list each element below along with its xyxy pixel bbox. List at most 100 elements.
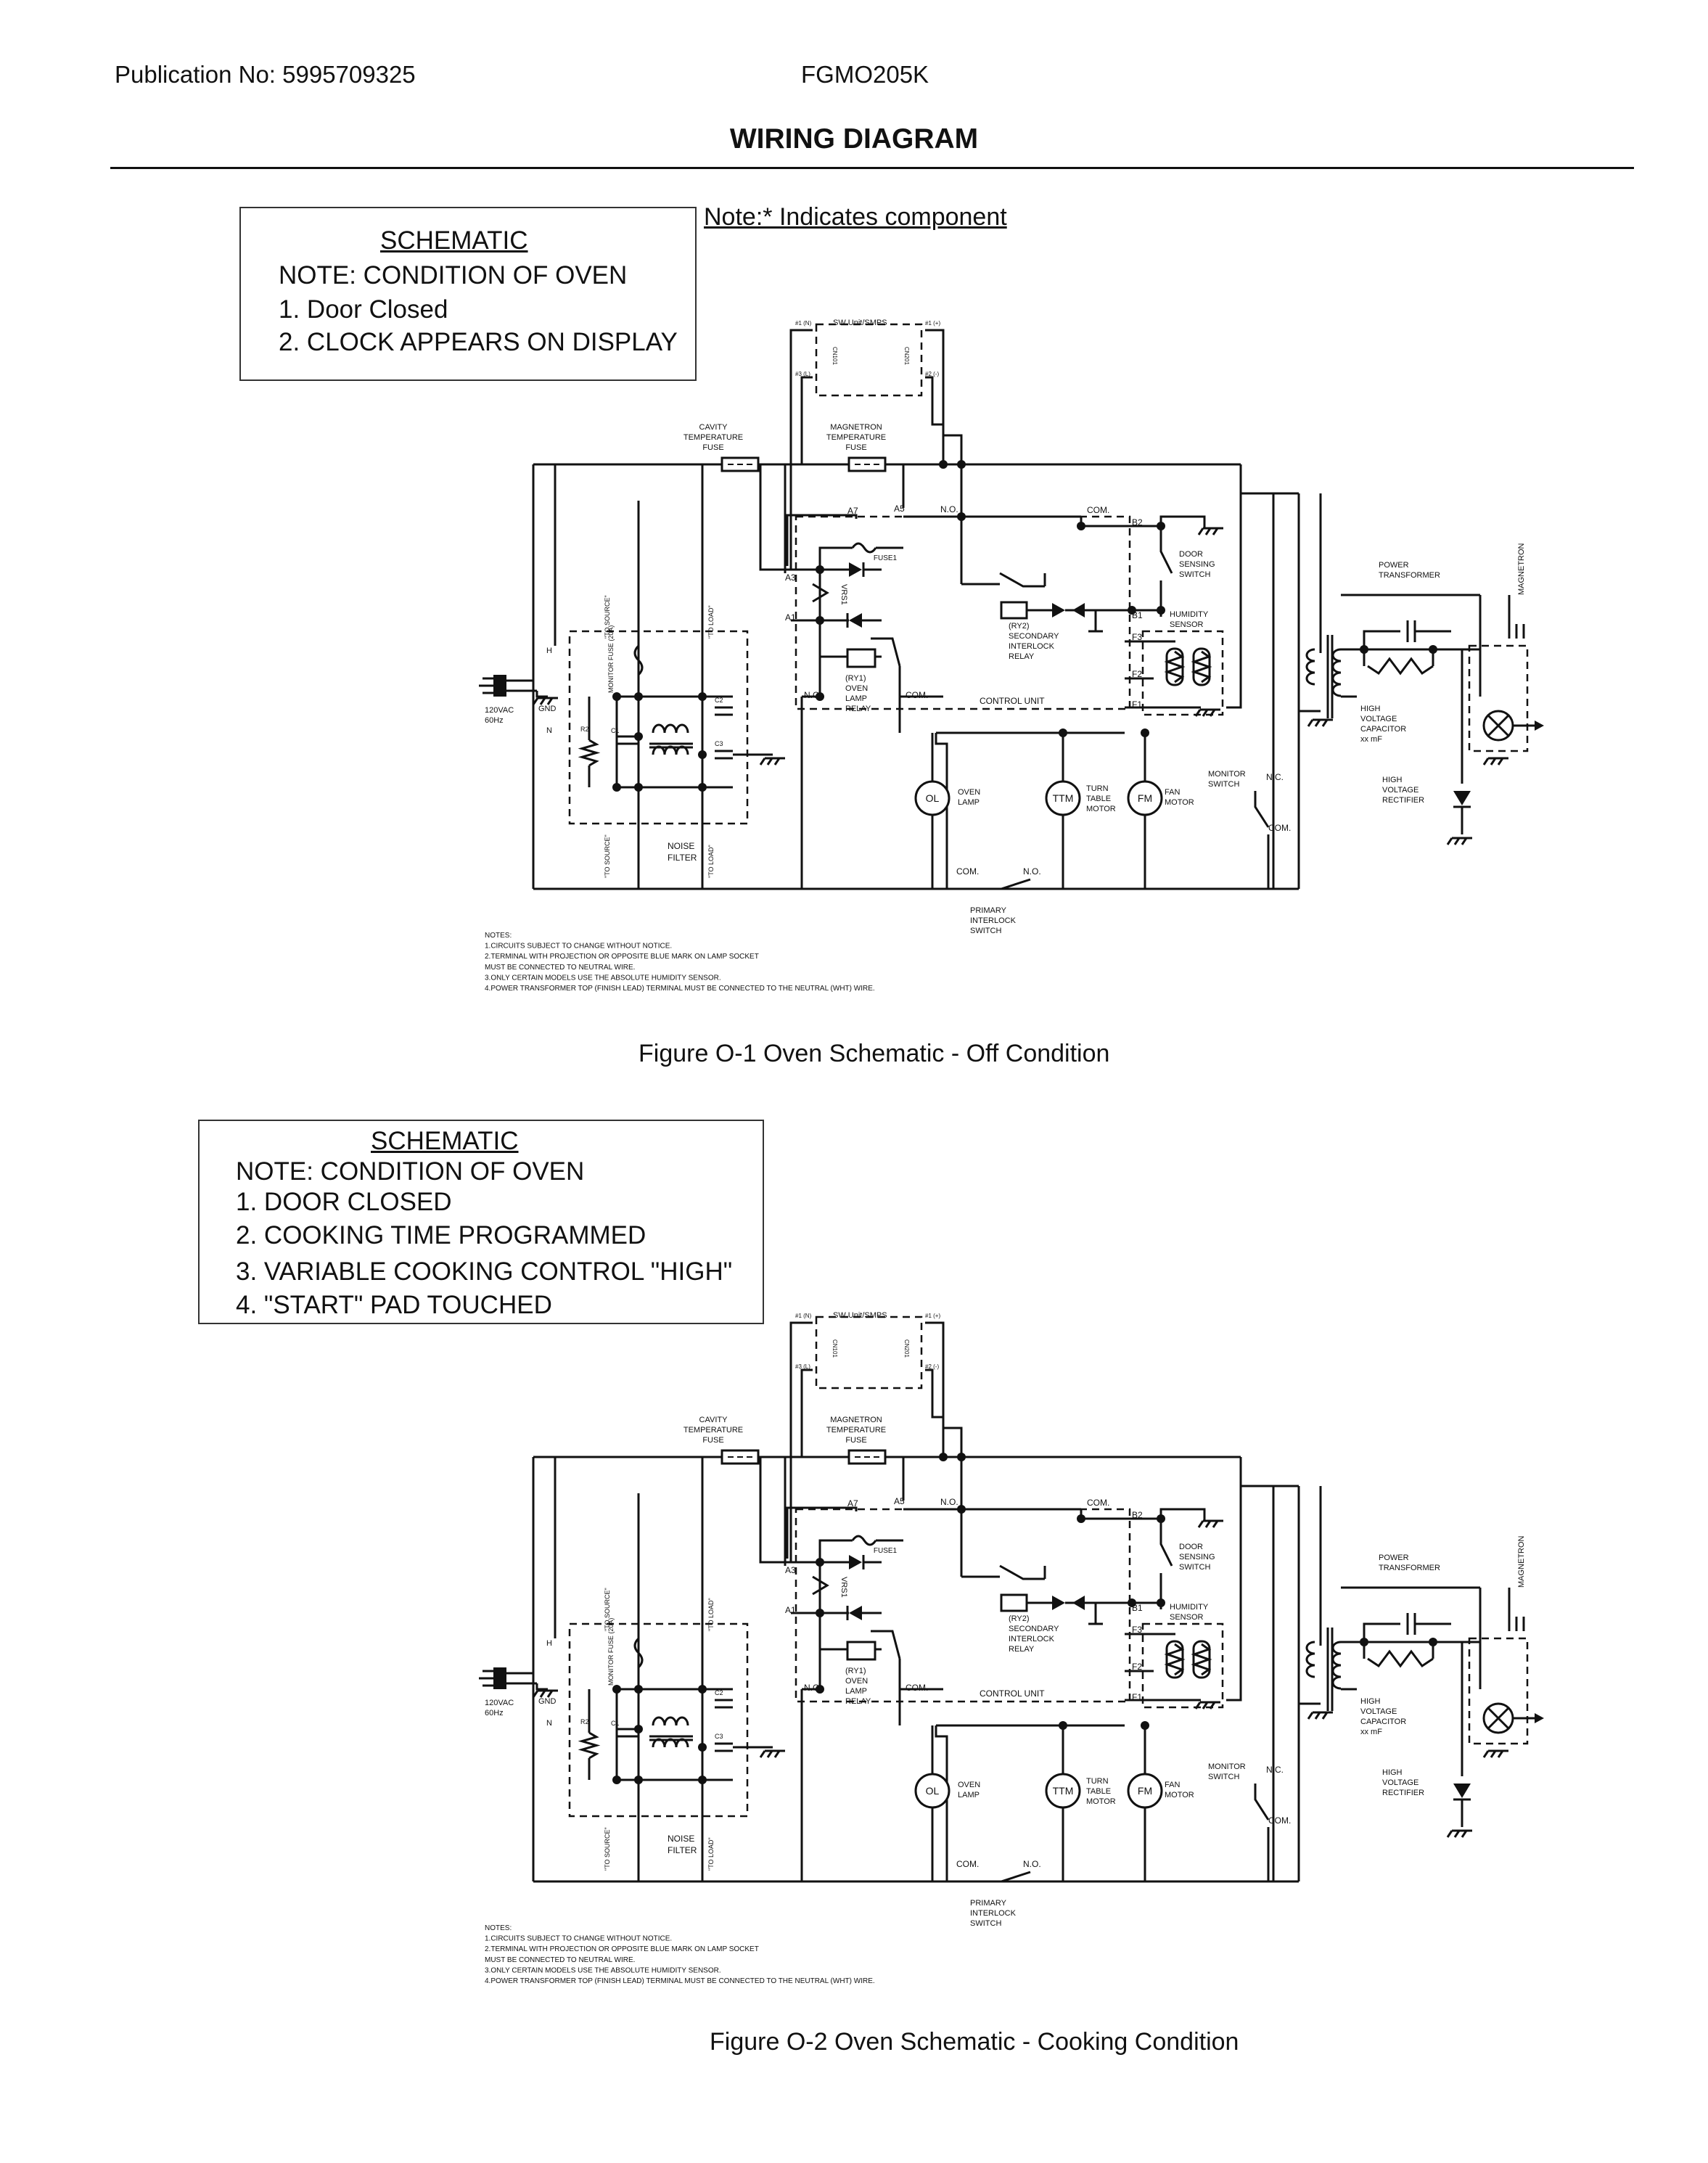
wire (784, 1368, 813, 1566)
schematic-note: MUST BE CONNECTED TO NEUTRAL WIRE. (485, 964, 635, 972)
primary-interlock-label: PRIMARY (970, 906, 1007, 915)
vrs1-label: VRS1 (839, 1577, 848, 1598)
primary-interlock-label: INTERLOCK (970, 916, 1017, 925)
cavity-fuse-label: TEMPERATURE (683, 1426, 743, 1435)
vrs1-label: VRS1 (839, 584, 848, 605)
smps-pin-label: #3 (L) (795, 1363, 810, 1370)
hv-capacitor-label: CAPACITOR (1360, 725, 1406, 734)
figure1-condition-line: 1. Door Closed (279, 295, 448, 324)
ground-symbol (1453, 837, 1461, 845)
pin-label-f2: F2 (1132, 1662, 1142, 1672)
hv-rectifier-label: HIGH (1382, 1768, 1403, 1777)
figure2-condition-line: 1. DOOR CLOSED (236, 1188, 452, 1216)
hv-capacitor-label: VOLTAGE (1360, 1707, 1397, 1716)
noise-filter-label: NOISE (668, 1834, 694, 1844)
monitor-switch-label: MONITOR (1208, 770, 1246, 779)
hv-rectifier-label: RECTIFIER (1382, 796, 1424, 805)
secondary-relay-coil (1000, 601, 1028, 620)
c2-label: C2 (715, 1689, 723, 1696)
junction-dot (1059, 1721, 1067, 1730)
pin-label-nc: N.C. (1266, 1765, 1284, 1775)
wire (786, 1506, 858, 1559)
oven-lamp-label: LAMP (958, 1791, 980, 1799)
turntable-motor-label: TURN (1086, 1777, 1109, 1786)
smps-pin-label: #1 (+) (925, 320, 940, 327)
monitor-switch-label: MONITOR (1208, 1762, 1246, 1771)
wire (818, 1539, 853, 1562)
line-h-label: H (546, 647, 552, 655)
magnetron-tube (1486, 713, 1511, 738)
junction-dot (1141, 728, 1149, 737)
smps-pin-label: #1 (N) (795, 1313, 812, 1319)
oven-lamp-relay-coil (846, 648, 876, 668)
junction-dot (612, 1776, 621, 1784)
wire (1159, 1508, 1206, 1521)
door-sensing-switch-label: SENSING (1179, 1553, 1215, 1561)
door-sensing-switch (1159, 517, 1173, 574)
ground-symbol (1321, 719, 1329, 727)
secondary-relay-label: RELAY (1009, 652, 1035, 661)
ground-symbol (1307, 1712, 1314, 1720)
door-sensing-switch-label: SWITCH (1179, 570, 1210, 579)
junction-dot (1157, 1598, 1165, 1607)
ground-symbol (1497, 758, 1504, 766)
humidity-sensor-label: SENSOR (1170, 620, 1204, 629)
smps-pin-label: CN201 (903, 347, 910, 365)
line-h-label: H (546, 1639, 552, 1648)
ground-symbol (546, 1690, 554, 1698)
junction-dot (1157, 606, 1165, 615)
smps-pin-label: CN101 (832, 1339, 838, 1358)
fuse1-element (851, 1535, 877, 1546)
oven-lamp-relay-label: OVEN (845, 1677, 868, 1686)
hv-bleeder-resistor (1367, 657, 1434, 676)
magnetron-tube (1486, 1706, 1511, 1731)
magnetron-fuse-label: TEMPERATURE (826, 433, 886, 442)
ground-symbol (1212, 1520, 1219, 1528)
door-sensing-switch (1159, 1509, 1173, 1567)
figure2-condition-line: 2. COOKING TIME PROGRAMMED (236, 1221, 646, 1249)
secondary-relay-contact (999, 1564, 1045, 1580)
junction-dot (634, 1725, 643, 1733)
monitor-fuse (633, 1637, 644, 1669)
door-sensing-switch-label: DOOR (1179, 550, 1203, 559)
figure1-condition-line: NOTE: CONDITION OF OVEN (279, 261, 628, 290)
wire (1226, 1457, 1242, 1702)
monitor-switch-label: SWITCH (1208, 1773, 1239, 1781)
smps-label: SW Unit/SMPS (833, 319, 887, 327)
smps-unit-boundary (815, 1316, 923, 1390)
power-input-label: 120VAC (485, 706, 514, 715)
filter-resistor (578, 739, 601, 767)
junction-dot (1360, 1638, 1368, 1646)
oven-lamp-relay-label: LAMP (845, 694, 867, 703)
pin-label-nc: N.C. (1266, 772, 1284, 782)
ground-symbol (1453, 1830, 1461, 1838)
to-source-label: "TO SOURCE" (604, 595, 611, 639)
figure2-condition-line: 4. "START" PAD TOUCHED (236, 1291, 552, 1319)
smps-pin-label: #3 (L) (795, 371, 810, 377)
ground-symbol (1209, 709, 1216, 717)
junction-dot (939, 460, 948, 469)
magnetron-boundary (1468, 1637, 1529, 1745)
schematic-note: 4.POWER TRANSFORMER TOP (FINISH LEAD) TE… (485, 1977, 875, 1985)
monitor-fuse (633, 644, 644, 676)
wire (818, 546, 853, 570)
monitor-switch-label: SWITCH (1208, 780, 1239, 789)
junction-dot (957, 1505, 966, 1514)
hv-capacitor-label: xx mF (1360, 735, 1382, 744)
primary-interlock-label: PRIMARY (970, 1899, 1007, 1908)
ground-symbol (1202, 1702, 1209, 1710)
title-rule (110, 167, 1634, 169)
secondary-relay-label: RELAY (1009, 1645, 1035, 1654)
ground-symbol (1321, 1712, 1329, 1720)
pin-label-no: N.O. (1023, 1859, 1041, 1869)
ground-symbol (1490, 1750, 1497, 1758)
fan-motor-label: FAN (1165, 1781, 1180, 1789)
power-transformer-label: POWER (1379, 561, 1409, 570)
pin-label-a7: A7 (847, 1498, 858, 1509)
ground-symbol (1194, 709, 1202, 717)
power-plug (493, 1667, 506, 1689)
secondary-relay-contact (999, 572, 1045, 588)
schematic-note: 3.ONLY CERTAIN MODELS USE THE ABSOLUTE H… (485, 1966, 721, 1974)
oven-lamp-label: OL (926, 1785, 940, 1797)
choke-coil (652, 723, 689, 734)
